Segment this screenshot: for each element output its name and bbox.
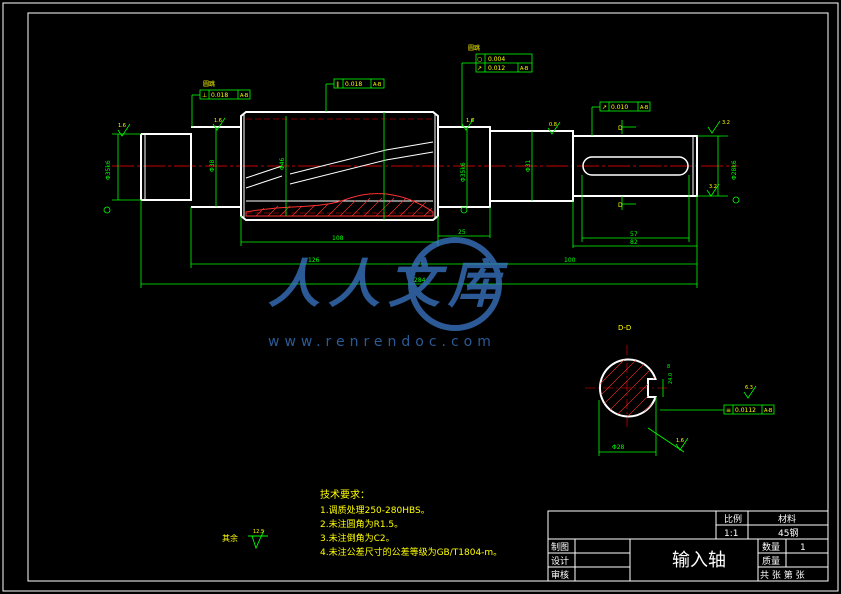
svg-text:≡: ≡ [726,407,731,414]
svg-text:0.0112: 0.0112 [735,407,756,414]
tb-material-label: 材料 [778,513,796,525]
svg-text:1.6: 1.6 [466,118,474,124]
sec-dim-dia: Φ28 [612,444,625,451]
dim-len-total: 284 [414,277,426,284]
dim-len-82: 82 [630,239,638,246]
dim-len-126: 126 [308,257,320,264]
svg-text:12.5: 12.5 [253,529,264,535]
tb-material-value: 45钢 [778,527,798,539]
sec-dim-depth: 24.0 [668,373,674,384]
svg-text:1.6: 1.6 [214,118,222,124]
svg-text:↗: ↗ [602,104,607,111]
dim-d-2: Φ38 [209,159,216,172]
dim-len-key: 57 [630,231,638,238]
tech-requirements: 技术要求： 1.调质处理250-280HBS。 2.未注圆角为R1.5。 3.未… [320,488,502,558]
svg-text:∥: ∥ [336,81,339,88]
tolerance-frame-1: ⊥ 0.018 A-B 圆跳 [191,80,251,127]
title-block [547,510,829,582]
tb-row-review: 审核 [551,569,569,581]
tb-row-design: 设计 [551,555,569,567]
sec-dim-width: 8 [667,364,670,370]
dim-d-5: Φ31 [525,159,532,172]
tech-item-2: 2.未注圆角为R1.5。 [320,518,403,530]
dim-len-100: 100 [564,257,576,264]
svg-text:A-B: A-B [640,105,649,111]
svg-text:A-B: A-B [373,82,382,88]
gear-teeth-lines [245,141,434,202]
svg-text:0.018: 0.018 [211,92,228,99]
section-d-d: D-D Φ28 24.0 [585,324,775,456]
watermark-url: www.renrendoc.com [268,334,496,350]
dim-d-left: Φ35k6 [105,160,112,180]
sheet-inner-border [27,12,829,582]
svg-text:其余: 其余 [222,533,238,543]
label-runout-a: 圆跳 [203,80,215,88]
tolerance-frame-4: ↗ 0.010 A-B [591,101,651,136]
tb-scale-label: 比例 [724,513,742,525]
tech-item-1: 1.调质处理250-280HBS。 [320,504,430,516]
section-outline [599,358,657,418]
other-roughness-note: 其余 12.5 [222,529,268,550]
svg-text:6.3: 6.3 [745,385,753,391]
watermark-brand: 人人文库 [268,254,509,315]
svg-text:○: ○ [477,56,482,63]
svg-text:0.010: 0.010 [611,104,628,111]
svg-text:0.8: 0.8 [549,122,557,128]
svg-text:A-B: A-B [520,66,529,72]
tb-sheet: 共 张 第 张 [760,569,805,581]
tolerance-frame-3: ○ 0.004 ↗ 0.012 A-B 圆跳 [461,44,533,127]
section-mark-top: D [618,125,623,132]
svg-text:↗: ↗ [477,65,482,72]
svg-text:A-B: A-B [240,93,249,99]
shaft-main-view: Φ35k6 Φ38 Φ46 Φ35k6 Φ31 Φ28k6 108 25 126 [103,44,740,288]
tb-part-name: 输入轴 [672,550,726,571]
svg-text:3.2: 3.2 [722,120,730,126]
section-title: D-D [618,324,631,332]
tech-item-4: 4.未注公差尺寸的公差等级为GB/T1804-m。 [320,546,502,558]
tolerance-frame-5: ≡ 0.0112 A-B [723,404,775,415]
dim-len-gear: 108 [332,235,344,242]
tech-title: 技术要求： [320,488,370,501]
tech-item-3: 3.未注倒角为C2。 [320,532,395,544]
dim-d-gear: Φ46 [279,157,286,170]
tolerance-frame-2: ∥ 0.018 A-B [325,78,385,112]
tb-qty-value: 1 [800,543,806,553]
tb-scale-value: 1:1 [724,529,738,539]
tb-qty-label: 数量 [762,541,780,553]
svg-text:3.2: 3.2 [709,184,717,190]
svg-text:0.004: 0.004 [488,56,505,63]
tb-mass-label: 质量 [762,555,780,567]
svg-text:1.6: 1.6 [676,438,684,444]
section-mark-bottom: D [618,202,623,209]
tb-row-draw: 制图 [551,541,569,553]
svg-text:1.6: 1.6 [118,123,126,129]
label-runout-b: 圆跳 [468,44,480,52]
svg-text:A-B: A-B [764,408,773,414]
svg-text:0.012: 0.012 [488,65,505,72]
keyway-slot [582,156,689,176]
dim-len-25: 25 [458,229,466,236]
dim-d-4: Φ35k6 [460,162,467,182]
watermark: 人人文库 www.renrendoc.com [268,237,509,350]
svg-text:⊥: ⊥ [202,92,207,99]
dim-d-right: Φ28k6 [731,160,738,180]
svg-text:0.018: 0.018 [345,81,362,88]
